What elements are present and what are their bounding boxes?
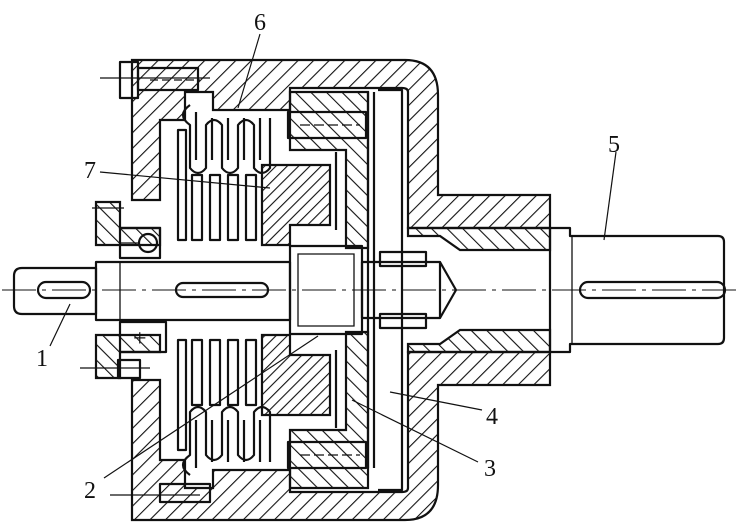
input-shaft <box>12 260 292 322</box>
callout-1: 1 <box>36 346 48 372</box>
callout-5: 5 <box>608 132 620 158</box>
callout-4: 4 <box>486 404 498 430</box>
input-shaft-stub <box>12 266 98 316</box>
gear-7-lower <box>260 333 332 417</box>
gear-assembly <box>260 88 404 492</box>
lower-left-bolt <box>158 482 212 504</box>
input-shaft-keyway <box>36 280 92 300</box>
plus-mark: + <box>133 326 147 352</box>
callout-leaders <box>49 33 617 479</box>
carrier-lower <box>288 330 370 490</box>
output-boss-bottom <box>406 328 552 354</box>
left-end-cover: + <box>94 200 168 380</box>
input-shaft-body <box>94 260 292 322</box>
top-bolt-shank <box>136 66 200 92</box>
callout-2: 2 <box>84 478 96 504</box>
left-cover-lower <box>94 333 162 380</box>
callout-labels: 1 2 3 4 5 6 7 <box>36 10 620 504</box>
callout-6: 6 <box>254 10 266 36</box>
housing-lower-wall <box>130 350 552 522</box>
gear-7-upper <box>260 163 332 247</box>
bolts <box>80 60 212 504</box>
bearing-ball <box>137 232 159 254</box>
bottom-bolt-body <box>116 358 142 380</box>
callout-7: 7 <box>84 158 96 184</box>
bellows-spring-lower <box>176 338 272 476</box>
housing-upper-wall <box>130 58 552 230</box>
housing <box>130 58 552 522</box>
callout-3: 3 <box>484 456 496 482</box>
output-shaft-main <box>548 226 726 354</box>
bearing-lower-race <box>118 320 168 354</box>
output-boss-top <box>406 226 552 252</box>
bellows-spring-upper <box>176 104 272 242</box>
